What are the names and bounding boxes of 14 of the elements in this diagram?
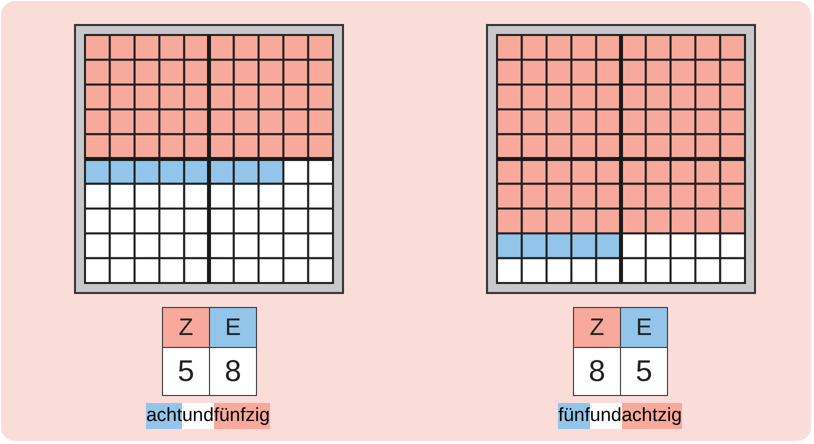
tens-digit: 8 [573, 347, 621, 396]
highlighted-word-part: achtzig [622, 403, 682, 429]
tens-header: Z [573, 307, 621, 348]
ones-header: E [209, 307, 257, 348]
tens-digit: 5 [162, 347, 210, 396]
ones-digit: 8 [209, 347, 257, 396]
tens-header: Z [162, 307, 210, 348]
highlighted-word-part: fünf [558, 403, 590, 429]
ones-digit: 5 [620, 347, 668, 396]
highlighted-word-part: und [590, 403, 622, 429]
highlighted-word-part: fünfzig [214, 403, 270, 429]
highlighted-word-part: acht [146, 403, 182, 429]
ones-header: E [620, 307, 668, 348]
highlighted-word-part: und [182, 403, 214, 429]
